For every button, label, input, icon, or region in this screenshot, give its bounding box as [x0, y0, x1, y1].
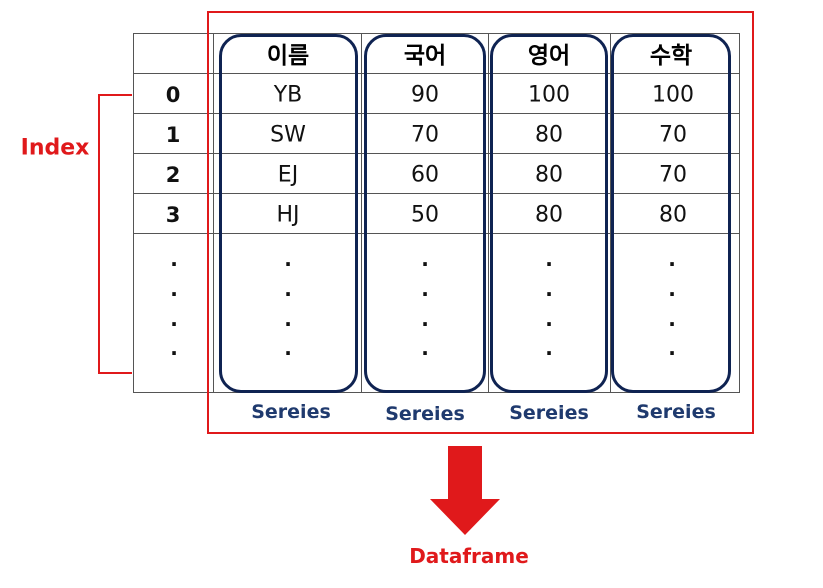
ellipsis-dot: .: [284, 277, 292, 301]
row-divider: [133, 233, 740, 234]
series-label: Sereies: [251, 401, 331, 423]
dataframe-frame: [207, 11, 754, 434]
row-divider: [133, 153, 740, 154]
ellipsis-dot: .: [170, 307, 178, 331]
index-bracket: [98, 94, 132, 374]
table-cell: 100: [528, 82, 570, 108]
series-outline-name: [219, 34, 358, 393]
table-cell: YB: [273, 82, 303, 108]
column-divider: [488, 33, 489, 393]
ellipsis-dot: .: [170, 336, 178, 360]
series-label: Sereies: [385, 403, 465, 425]
column-divider: [361, 33, 362, 393]
series-outline-math: [611, 34, 731, 393]
index-cell: 2: [165, 163, 181, 187]
ellipsis-dot: .: [421, 307, 429, 331]
row-divider: [133, 73, 740, 74]
dataframe-label: Dataframe: [409, 544, 529, 568]
column-header: 수학: [649, 43, 693, 69]
table-top-border: [133, 33, 740, 34]
table-cell: 90: [411, 82, 439, 108]
table-cell: 70: [659, 162, 687, 188]
index-cell: 0: [165, 83, 181, 107]
column-header: 이름: [266, 43, 310, 69]
column-header: 영어: [527, 43, 571, 69]
table-cell: SW: [270, 122, 306, 148]
table-cell: HJ: [276, 202, 300, 228]
column-divider: [213, 33, 214, 393]
table-cell: 100: [652, 82, 694, 108]
row-divider: [133, 193, 740, 194]
ellipsis-dot: .: [545, 307, 553, 331]
ellipsis-dot: .: [284, 336, 292, 360]
ellipsis-dot: .: [668, 307, 676, 331]
table-cell: 80: [535, 202, 563, 228]
ellipsis-dot: .: [170, 247, 178, 271]
table-cell: EJ: [277, 162, 299, 188]
column-divider: [133, 33, 134, 393]
series-label: Sereies: [636, 401, 716, 423]
ellipsis-dot: .: [668, 336, 676, 360]
index-cell: 1: [165, 123, 181, 147]
table-cell: 70: [659, 122, 687, 148]
table-cell: 80: [535, 162, 563, 188]
ellipsis-dot: .: [284, 307, 292, 331]
table-cell: 80: [659, 202, 687, 228]
series-label: Sereies: [509, 402, 589, 424]
ellipsis-dot: .: [545, 277, 553, 301]
table-cell: 50: [411, 202, 439, 228]
ellipsis-dot: .: [421, 247, 429, 271]
series-outline-english: [490, 34, 608, 393]
ellipsis-dot: .: [284, 247, 292, 271]
ellipsis-dot: .: [545, 247, 553, 271]
ellipsis-dot: .: [421, 277, 429, 301]
table-cell: 80: [535, 122, 563, 148]
column-divider: [610, 33, 611, 393]
table-cell: 60: [411, 162, 439, 188]
column-header: 국어: [403, 43, 447, 69]
index-cell: 3: [165, 203, 181, 227]
down-arrow-icon: [430, 446, 500, 535]
column-divider: [739, 33, 740, 393]
index-label: Index: [20, 135, 90, 161]
ellipsis-dot: .: [668, 277, 676, 301]
ellipsis-dot: .: [545, 336, 553, 360]
series-outline-korean: [364, 34, 486, 393]
ellipsis-dot: .: [421, 336, 429, 360]
row-divider: [133, 113, 740, 114]
table-cell: 70: [411, 122, 439, 148]
ellipsis-dot: .: [170, 277, 178, 301]
ellipsis-dot: .: [668, 247, 676, 271]
